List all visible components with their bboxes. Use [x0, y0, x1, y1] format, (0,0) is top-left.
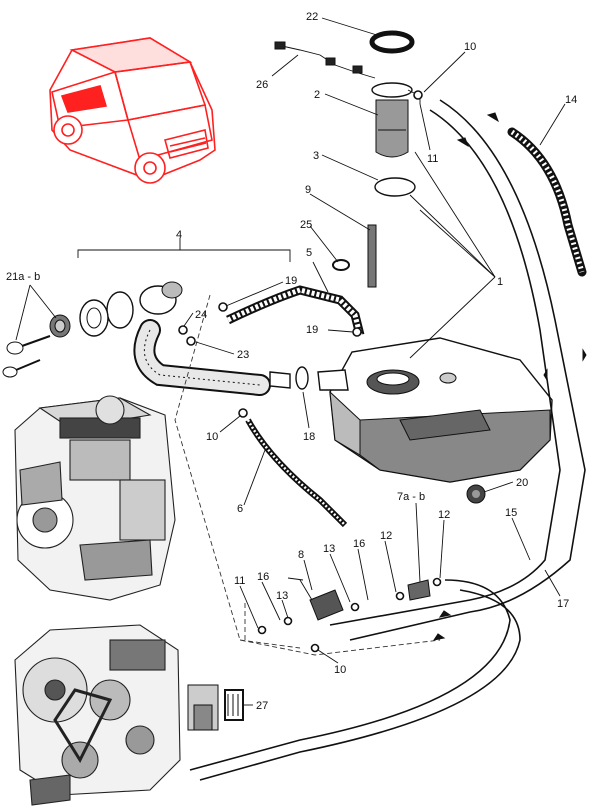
fuel-return-line [349, 99, 586, 641]
callout-15: 15 [505, 507, 517, 519]
callout-6: 6 [237, 503, 243, 515]
callout-7a-b: 7a - b [397, 491, 425, 503]
callout-19: 19 [285, 275, 297, 287]
fuel-tank [329, 337, 553, 483]
engine-icon [14, 624, 181, 806]
callout-10: 10 [206, 431, 218, 443]
callout-2: 2 [314, 89, 320, 101]
callout-16: 16 [353, 538, 365, 550]
callout-10: 10 [334, 664, 346, 676]
callout-4: 4 [176, 229, 182, 241]
callout-19: 19 [306, 324, 318, 336]
car-highlight-icon [49, 37, 216, 184]
callout-16: 16 [257, 571, 269, 583]
assembly-outline [174, 294, 441, 656]
connector-hose [269, 366, 349, 391]
hose-clip [332, 259, 350, 271]
callout-23: 23 [237, 349, 249, 361]
fuel-pump-module [371, 82, 421, 158]
callout-21a-b: 21a - b [6, 271, 40, 283]
callout-14: 14 [565, 94, 577, 106]
fuel-supply-line [329, 109, 561, 626]
filler-pipe [133, 281, 271, 396]
callout-5: 5 [306, 247, 312, 259]
hose-clamps [178, 90, 442, 653]
callout-8: 8 [298, 549, 304, 561]
overflow-hose [245, 418, 348, 528]
callout-3: 3 [313, 150, 319, 162]
callout-labels: 22 10 26 2 14 11 3 9 25 4 5 1 21a - b 19… [6, 11, 577, 712]
callout-17: 17 [557, 598, 569, 610]
vent-hose [507, 127, 587, 277]
fuel-gauge-sender [367, 224, 377, 288]
flow-arrow-icon [432, 112, 587, 641]
callout-25: 25 [300, 219, 312, 231]
fuel-filter [407, 579, 431, 601]
callout-11: 11 [234, 575, 245, 587]
diesel-filter-assembly [187, 684, 244, 731]
wiring-harness [274, 41, 376, 79]
callout-24: 24 [195, 309, 207, 321]
retaining-ring [374, 177, 416, 197]
seal-ring [369, 30, 415, 54]
callout-20: 20 [516, 477, 528, 489]
callout-9: 9 [305, 184, 311, 196]
engine-icon [14, 395, 176, 601]
drain-cap [466, 484, 486, 504]
callout-13: 13 [276, 590, 288, 602]
filler-flange-set [49, 291, 134, 338]
callout-leaders [15, 17, 566, 706]
key-icon [2, 335, 51, 378]
callout-13: 13 [323, 543, 335, 555]
callout-12: 12 [438, 509, 450, 521]
callout-bracket [77, 238, 291, 262]
callout-22: 22 [306, 11, 318, 23]
callout-27: 27 [256, 700, 268, 712]
callout-10: 10 [464, 41, 476, 53]
callout-18: 18 [303, 431, 315, 443]
callout-12: 12 [380, 530, 392, 542]
electric-fuel-pump [287, 577, 344, 621]
callout-11: 11 [427, 153, 438, 165]
callout-26: 26 [256, 79, 268, 91]
callout-1: 1 [497, 276, 503, 288]
